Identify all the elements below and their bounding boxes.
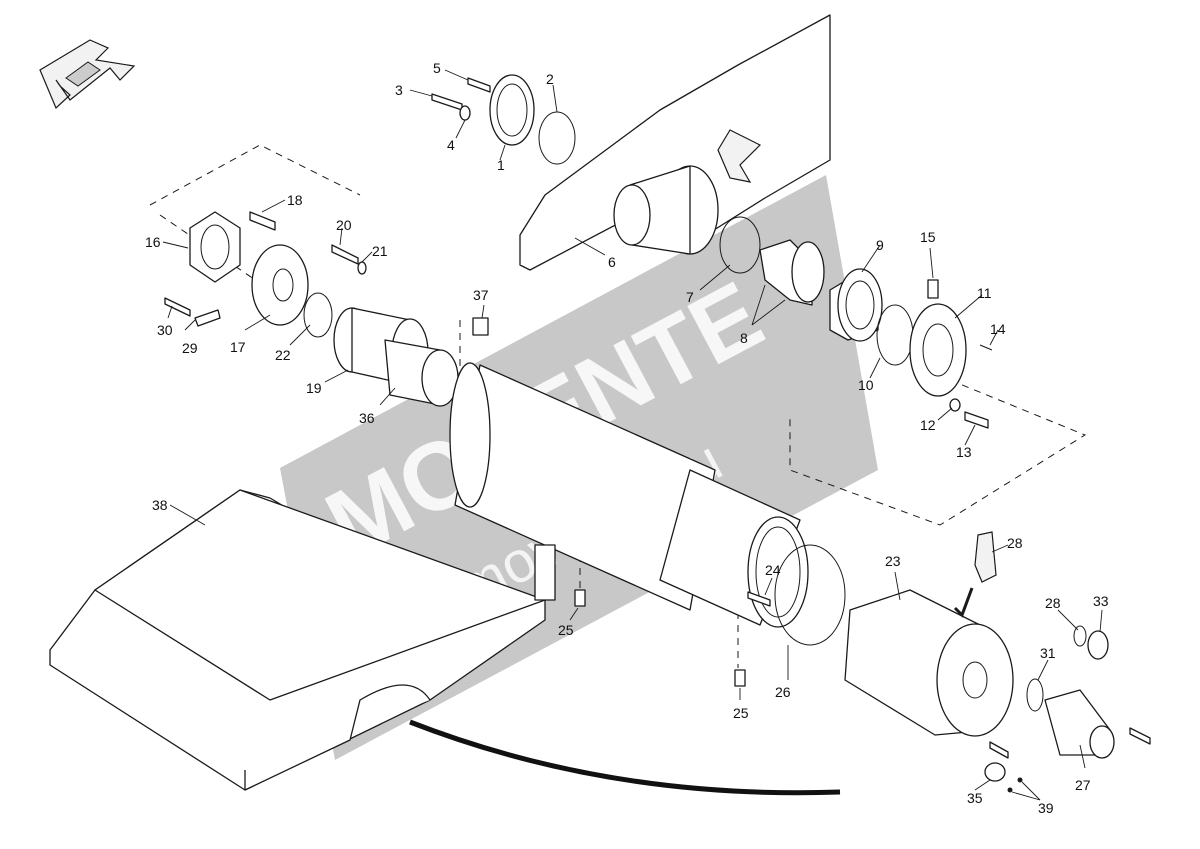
ring-33 <box>1087 630 1109 660</box>
bolt-30 <box>164 297 191 317</box>
plug-25a <box>574 589 586 607</box>
callout-16: 16 <box>145 234 161 250</box>
side-frame-plate <box>519 14 831 271</box>
callout-22: 22 <box>275 347 291 363</box>
callout-2: 2 <box>546 71 554 87</box>
callout-33: 33 <box>1093 593 1109 609</box>
callout-7: 7 <box>686 289 694 305</box>
plug-25b <box>734 669 746 687</box>
motor-drum-36 <box>384 339 459 407</box>
callout-37: 37 <box>473 287 489 303</box>
roller-drum <box>449 362 809 628</box>
tab-29 <box>194 309 221 327</box>
bearing-9 <box>829 268 883 342</box>
callout-17: 17 <box>230 339 246 355</box>
callout-36: 36 <box>359 410 375 426</box>
tag-28 <box>974 531 997 583</box>
callout-29: 29 <box>182 340 198 356</box>
bolt-15 <box>927 279 939 299</box>
callout-19: 19 <box>306 380 322 396</box>
callout-11: 11 <box>977 285 992 301</box>
bolt-13 <box>964 411 989 429</box>
disc-17 <box>251 244 309 326</box>
callout-12: 12 <box>920 417 936 433</box>
callout-6: 6 <box>608 254 616 270</box>
callout-8: 8 <box>740 330 748 346</box>
clip-28b <box>1073 625 1087 647</box>
pin-39b <box>1007 787 1013 793</box>
callout-26: 26 <box>775 684 791 700</box>
bolt-24 <box>747 591 771 607</box>
callout-3: 3 <box>395 82 403 98</box>
nut-35 <box>984 762 1006 782</box>
seal-ring-22 <box>303 292 333 338</box>
callout-23: 23 <box>885 553 901 569</box>
bolt-18 <box>249 211 276 231</box>
plug-37 <box>472 317 489 336</box>
dashed-group-line-left <box>149 144 361 206</box>
dashed-group-line-right <box>789 379 1087 526</box>
callout-25a: 25 <box>558 622 574 638</box>
pin-14 <box>979 344 993 351</box>
callout-30: 30 <box>157 322 173 338</box>
washer-12 <box>949 398 961 412</box>
direction-arrow-icon <box>39 39 136 110</box>
callout-20: 20 <box>336 217 352 233</box>
motor-cap-27 <box>1044 689 1115 759</box>
callout-25b: 25 <box>733 705 749 721</box>
callout-28b: 28 <box>1045 595 1061 611</box>
coupling-8 <box>759 239 825 306</box>
flange-11 <box>909 303 967 397</box>
callout-4: 4 <box>447 137 455 153</box>
callout-9: 9 <box>876 237 884 253</box>
callout-1: 1 <box>497 157 505 173</box>
callout-21: 21 <box>372 243 388 259</box>
swing-curve <box>409 719 841 796</box>
callout-28a: 28 <box>1007 535 1023 551</box>
callout-14: 14 <box>990 321 1006 337</box>
callout-13: 13 <box>956 444 972 460</box>
washer-21 <box>357 261 367 275</box>
washer-4 <box>459 105 471 121</box>
callout-15: 15 <box>920 229 936 245</box>
pin-39a <box>1017 777 1023 783</box>
plug-5 <box>467 77 491 93</box>
callout-18: 18 <box>287 192 303 208</box>
seal-31 <box>1026 678 1044 712</box>
base-frame-38 <box>49 489 556 791</box>
callout-10: 10 <box>858 377 874 393</box>
seal-ring-7 <box>719 216 761 274</box>
callout-35: 35 <box>967 790 983 806</box>
reference-arrow-icon <box>953 587 974 618</box>
bolt-35a <box>989 741 1009 759</box>
drum-motor-23 <box>844 589 1014 737</box>
bolt-3 <box>431 93 463 111</box>
seal-ring-10 <box>876 304 914 366</box>
leader-lines <box>162 69 1103 801</box>
bolt-27 <box>1129 727 1151 745</box>
bolt-20 <box>331 244 359 265</box>
callout-24: 24 <box>765 562 781 578</box>
seal-ring-2 <box>538 111 576 165</box>
callout-38: 38 <box>152 497 168 513</box>
callout-labels: 1 2 3 4 5 6 7 8 9 10 11 12 13 14 15 16 1… <box>145 60 1109 816</box>
callout-27: 27 <box>1075 777 1091 793</box>
callout-5: 5 <box>433 60 441 76</box>
callout-39: 39 <box>1038 800 1054 816</box>
seal-ring-26 <box>774 544 846 646</box>
callout-31: 31 <box>1040 645 1056 661</box>
hex-nut-16 <box>189 211 241 283</box>
